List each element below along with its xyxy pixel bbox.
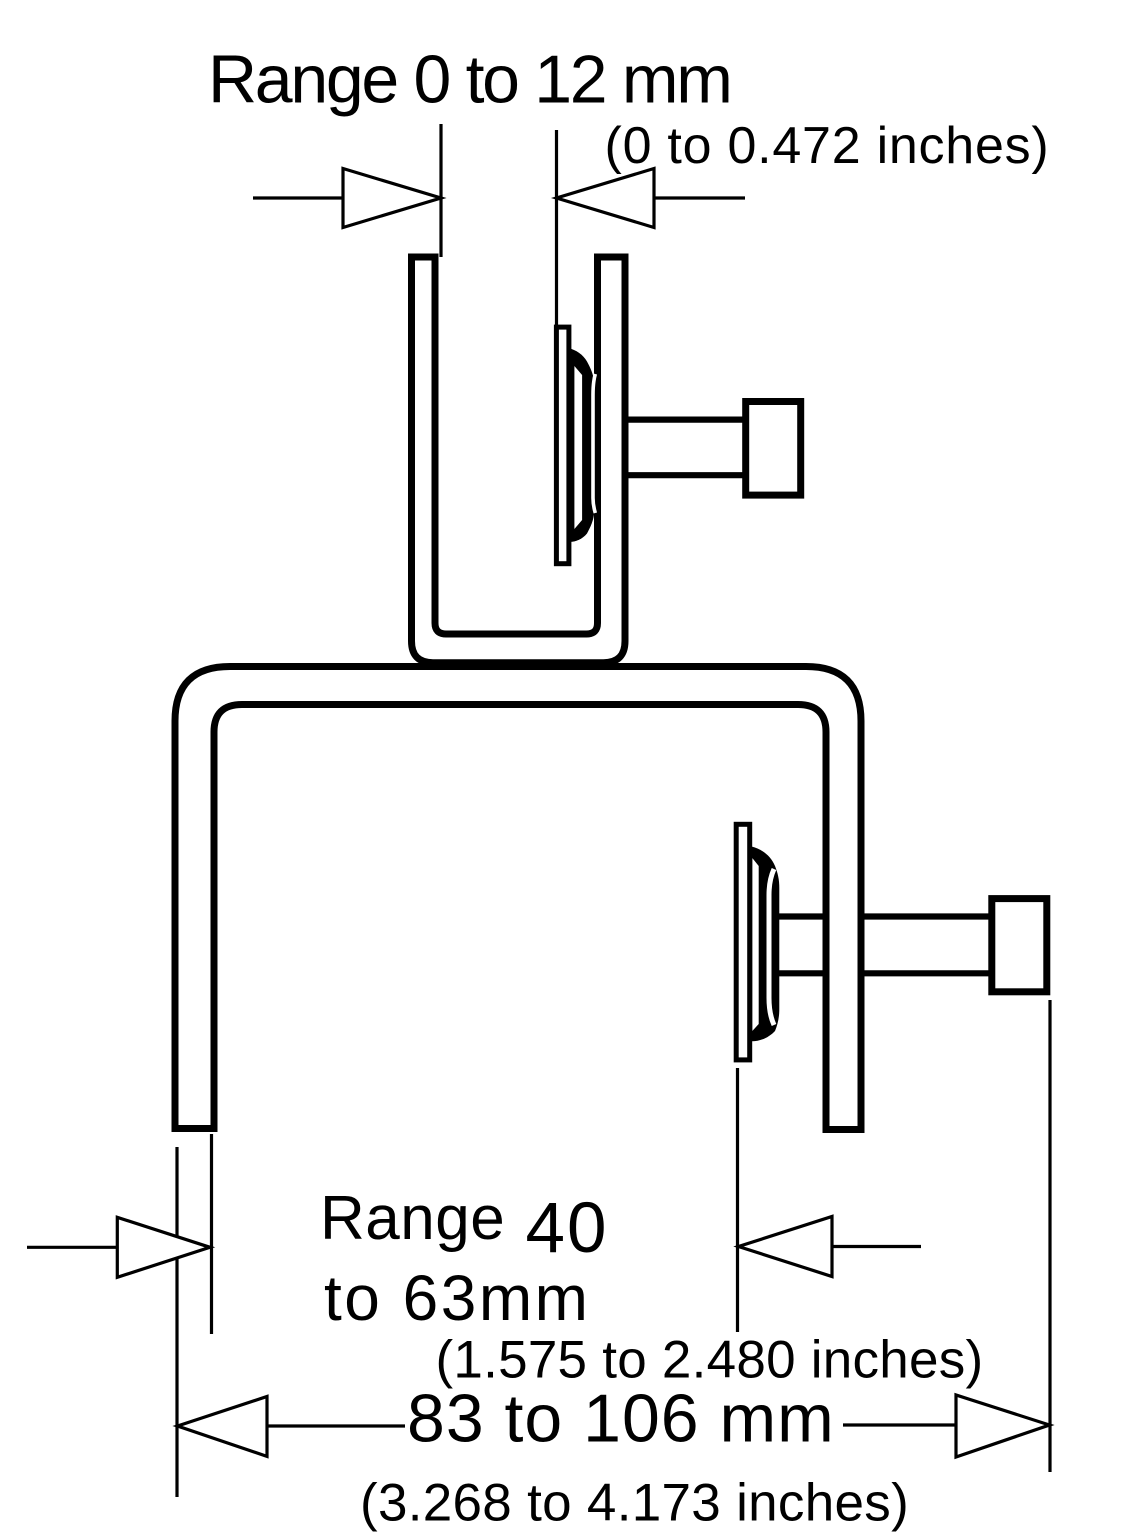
- svg-text:83 to 106 mm: 83 to 106 mm: [407, 1381, 835, 1457]
- svg-text:Range: Range: [320, 1184, 505, 1253]
- svg-text:Range 0 to 12 mm: Range 0 to 12 mm: [208, 42, 731, 118]
- svg-text:(3.268 to 4.173 inches): (3.268 to 4.173 inches): [360, 1474, 909, 1533]
- svg-text:(0 to 0.472 inches): (0 to 0.472 inches): [605, 117, 1050, 175]
- svg-text:to 63mm: to 63mm: [324, 1262, 590, 1334]
- svg-text:(1.575 to 2.480 inches): (1.575 to 2.480 inches): [436, 1331, 984, 1390]
- svg-text:40: 40: [526, 1189, 609, 1268]
